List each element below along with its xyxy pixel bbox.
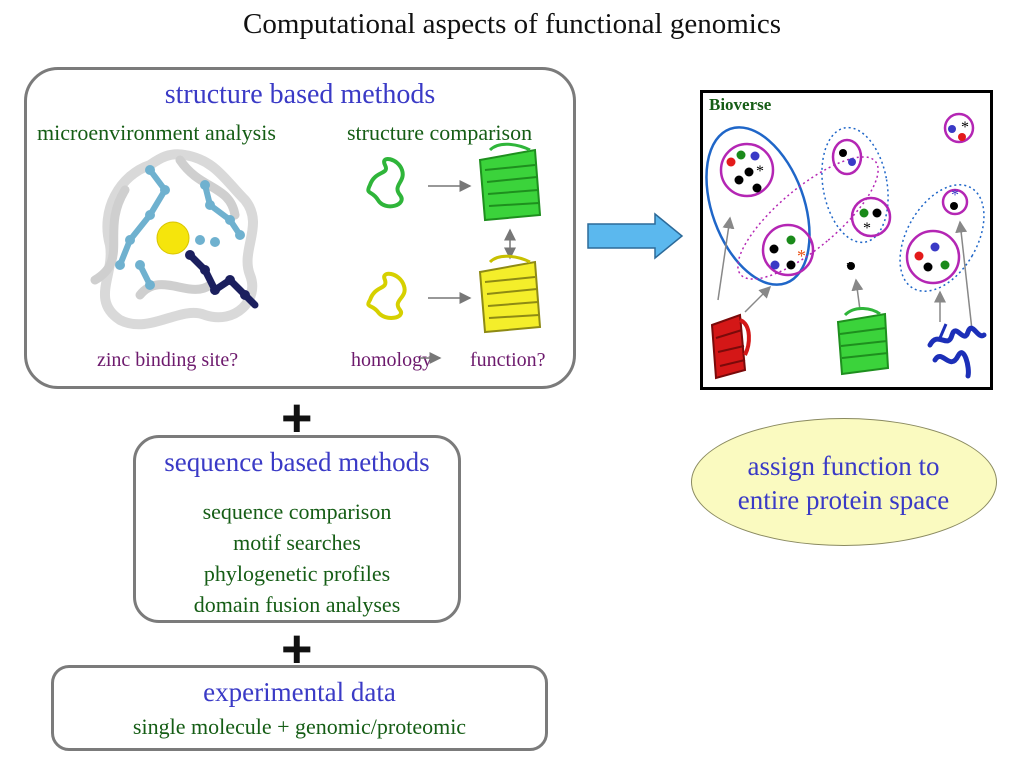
arrow-icon: [744, 285, 772, 313]
list-item: phylogenetic profiles: [203, 561, 391, 586]
asterisk-marker: *: [863, 220, 871, 237]
cluster-circle: [719, 142, 775, 198]
cluster-circle: [831, 138, 863, 176]
assign-function-bubble: assign function to entire protein space: [691, 418, 997, 546]
slide-title: Computational aspects of functional geno…: [243, 8, 781, 40]
green-chain-icon: [366, 157, 405, 209]
microenvironment-label: microenvironment analysis: [37, 120, 276, 145]
zinc-protein-icon: [90, 149, 259, 330]
asterisk-marker: *: [756, 163, 764, 180]
experimental-data-box: experimental data single molecule + geno…: [51, 665, 548, 751]
experimental-data-heading: experimental data: [203, 677, 396, 707]
cluster-circle: [905, 229, 961, 285]
arrow-icon: [717, 216, 735, 301]
green-beta-barrel-icon: [478, 142, 542, 222]
list-item: domain fusion analyses: [193, 592, 401, 617]
asterisk-marker: *: [797, 246, 806, 266]
experimental-data-subtitle: single molecule + genomic/proteomic: [132, 714, 467, 739]
structure-methods-heading: structure based methods: [164, 79, 436, 110]
cluster-circle: [941, 188, 969, 216]
yellow-chain-icon: [366, 271, 407, 320]
sequence-methods-list: sequence comparison motif searches phylo…: [136, 496, 458, 620]
cluster-circle: [761, 223, 815, 277]
cluster-outline: [821, 126, 889, 244]
cluster-outline: [899, 184, 985, 292]
green-protein-icon: [836, 307, 890, 376]
function-caption: function?: [470, 349, 546, 371]
asterisk-marker: *: [846, 260, 853, 275]
assign-line-2: entire protein space: [737, 485, 950, 515]
bioverse-label: Bioverse: [709, 95, 772, 114]
blue-protein-icon: [927, 323, 987, 379]
list-item: motif searches: [233, 530, 361, 555]
list-item: sequence comparison: [202, 499, 392, 524]
cluster-outline: [737, 156, 879, 280]
cluster-circle: [943, 112, 975, 144]
zinc-binding-caption: zinc binding site?: [97, 349, 239, 371]
structure-methods-box: structure based methods microenvironment…: [24, 67, 576, 389]
asterisk-marker: *: [951, 187, 959, 204]
cluster-dots: [726, 125, 966, 272]
arrow-icon: [851, 278, 864, 311]
cluster-outline: [705, 126, 811, 286]
red-protein-icon: [710, 313, 751, 380]
asterisk-marker: *: [961, 119, 969, 136]
yellow-beta-barrel-icon: [478, 254, 542, 334]
cluster-circle: [850, 196, 892, 238]
big-right-arrow-icon: [587, 212, 684, 260]
homology-caption: homology: [351, 349, 433, 371]
sequence-methods-box: sequence based methods sequence comparis…: [133, 435, 461, 623]
sequence-methods-heading: sequence based methods: [164, 447, 430, 477]
arrow-icon: [955, 220, 973, 331]
assign-line-1: assign function to: [747, 451, 940, 481]
structure-comparison-label: structure comparison: [347, 120, 533, 145]
